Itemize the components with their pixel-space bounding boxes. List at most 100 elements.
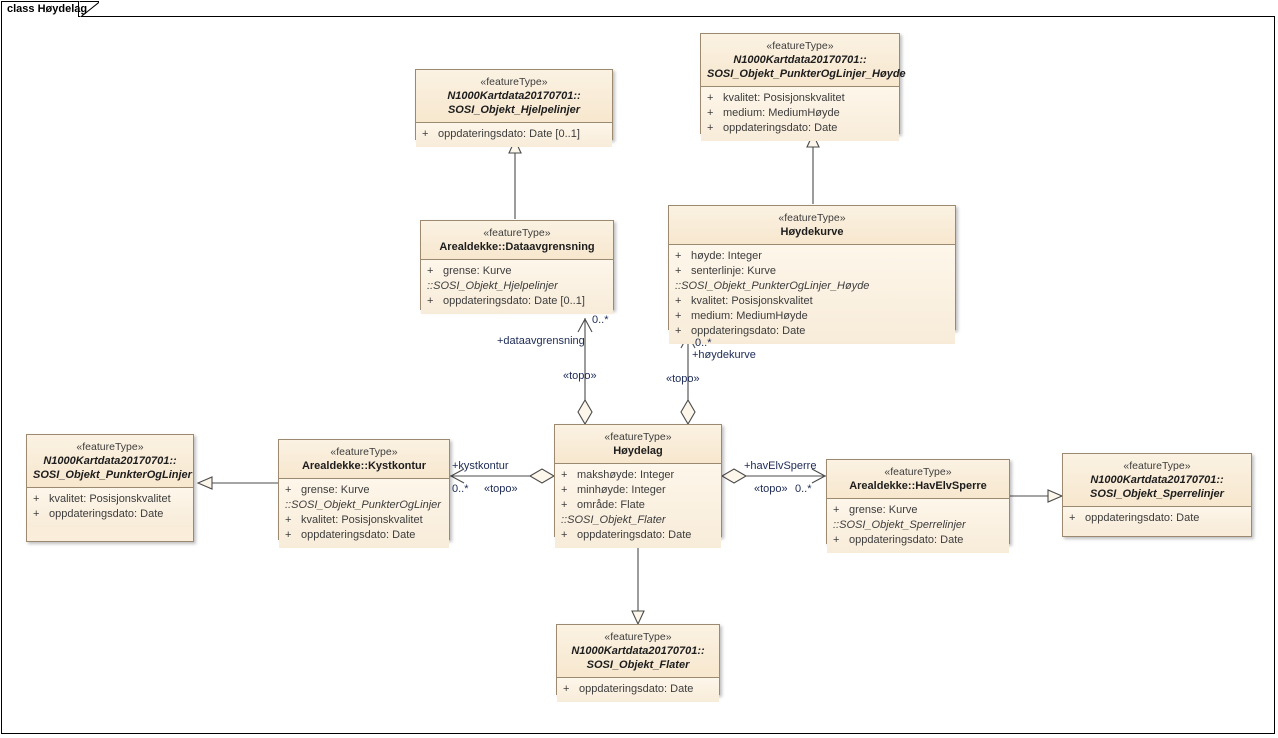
inherited-attribute-row: +oppdateringsdato: Date bbox=[561, 528, 715, 543]
class-name-line1: Arealdekke::HavElvSperre bbox=[849, 480, 987, 492]
attribute-text: oppdateringsdato: Date bbox=[1085, 512, 1200, 524]
edge-label-havelvsperre-stereotype: «topo» bbox=[754, 483, 788, 495]
attribute-visibility: + bbox=[561, 529, 568, 541]
class-hoydekurve[interactable]: «featureType» Høydekurve + høyde: Integer… bbox=[668, 205, 956, 344]
class-stereotype: «featureType» bbox=[766, 40, 834, 52]
inherited-from-label: ::SOSI_Objekt_PunkterOgLinjer_Høyde bbox=[675, 280, 870, 292]
attribute-text: kvalitet: Posisjonskvalitet bbox=[301, 514, 423, 526]
diagram-tab-slant bbox=[79, 1, 99, 17]
class-header: «featureType» N1000Kartdata20170701:: SO… bbox=[701, 34, 906, 87]
attribute-row: +oppdateringsdato: Date bbox=[563, 682, 713, 697]
class-header: «featureType» Arealdekke::Kystkontur bbox=[279, 440, 449, 479]
attribute-visibility: + bbox=[675, 295, 682, 307]
edge-label-kystkontur-multiplicity: 0..* bbox=[452, 483, 469, 495]
class-name-line2: SOSI_Objekt_Hjelpelinjer bbox=[447, 104, 581, 116]
class-name-line1: Høydelag bbox=[613, 445, 663, 457]
attribute-text: medium: MediumHøyde bbox=[723, 107, 840, 119]
edge-label-hoydekurve-role: +høydekurve bbox=[692, 349, 756, 361]
attribute-visibility: + bbox=[675, 325, 682, 337]
class-name-line1: N1000Kartdata20170701:: bbox=[571, 645, 705, 657]
attribute-row: + oppdateringsdato: Date [0..1] bbox=[422, 127, 606, 142]
edge-label-kystkontur-stereotype: «topo» bbox=[484, 483, 518, 495]
inherited-attribute-row: + oppdateringsdato: Date bbox=[833, 533, 1003, 548]
attribute-row: +grense: Kurve bbox=[427, 264, 607, 279]
class-name-line2: SOSI_Objekt_Flater bbox=[586, 659, 690, 671]
class-header: «featureType» N1000Kartdata20170701:: SO… bbox=[416, 70, 612, 123]
inherited-from-label: ::SOSI_Objekt_PunkterOgLinjer bbox=[285, 499, 441, 511]
attribute-text: grense: Kurve bbox=[443, 265, 512, 277]
inherited-attribute-row: +oppdateringsdato: Date bbox=[285, 528, 443, 543]
attribute-text: senterlinje: Kurve bbox=[691, 265, 776, 277]
class-stereotype: «featureType» bbox=[884, 466, 952, 478]
class-header: «featureType» Høydekurve bbox=[669, 206, 955, 245]
class-arealdekke-dataavgrensning[interactable]: «featureType» Arealdekke::Dataavgrensnin… bbox=[420, 220, 614, 314]
class-sosi-objekt-sperrelinjer[interactable]: «featureType» N1000Kartdata20170701:: SO… bbox=[1062, 453, 1252, 537]
class-stereotype: «featureType» bbox=[778, 212, 846, 224]
class-header: «featureType» N1000Kartdata20170701:: SO… bbox=[27, 435, 193, 488]
class-attributes: +makshøyde: Integer +minhøyde: Integer +… bbox=[555, 464, 721, 548]
diagram-tab-label: class Høydelag bbox=[7, 3, 88, 15]
attribute-row: + oppdateringsdato: Date bbox=[1069, 511, 1245, 526]
attribute-text: oppdateringsdato: Date bbox=[49, 508, 164, 520]
inherited-from-label: ::SOSI_Objekt_Flater bbox=[561, 514, 666, 526]
class-name-line2: SOSI_Objekt_Sperrelinjer bbox=[1090, 488, 1224, 500]
attribute-row: +kvalitet: Posisjonskvalitet bbox=[33, 492, 187, 507]
inherited-from-label: ::SOSI_Objekt_Hjelpelinjer bbox=[427, 280, 558, 292]
class-hoydelag[interactable]: «featureType» Høydelag +makshøyde: Integ… bbox=[554, 424, 722, 548]
attribute-visibility: + bbox=[1069, 512, 1076, 524]
attribute-visibility: + bbox=[833, 504, 840, 516]
attribute-visibility: + bbox=[675, 265, 682, 277]
attribute-visibility: + bbox=[707, 92, 714, 104]
diagram-tab-body bbox=[1, 1, 79, 17]
attribute-text: medium: MediumHøyde bbox=[691, 310, 808, 322]
attribute-row: + medium: MediumHøyde bbox=[707, 106, 893, 121]
attribute-row: + kvalitet: Posisjonskvalitet bbox=[707, 91, 893, 106]
class-sosi-objekt-flater[interactable]: «featureType» N1000Kartdata20170701:: SO… bbox=[556, 624, 720, 702]
edge-label-kystkontur-role: +kystkontur bbox=[452, 460, 509, 472]
attribute-text: oppdateringsdato: Date bbox=[691, 325, 806, 337]
class-arealdekke-kystkontur[interactable]: «featureType» Arealdekke::Kystkontur +gr… bbox=[278, 439, 450, 548]
class-name-line2: SOSI_Objekt_PunkterOgLinjer bbox=[33, 469, 192, 481]
class-attributes: + kvalitet: Posisjonskvalitet + medium: Me… bbox=[701, 87, 899, 141]
class-attributes: + oppdateringsdato: Date [0..1] bbox=[416, 123, 612, 147]
class-attributes: +kvalitet: Posisjonskvalitet + oppdaterin… bbox=[27, 488, 193, 527]
edge-label-dataavgrensning-role: +dataavgrensning bbox=[497, 335, 585, 347]
inherited-attribute-row: +kvalitet: Posisjonskvalitet bbox=[675, 294, 949, 309]
class-arealdekke-havelvsperre[interactable]: «featureType» Arealdekke::HavElvSperre +… bbox=[826, 459, 1010, 553]
class-name-line1: Høydekurve bbox=[780, 226, 844, 238]
class-sosi-objekt-punkteroglinjer-hoyde[interactable]: «featureType» N1000Kartdata20170701:: SO… bbox=[700, 33, 906, 141]
class-attributes: + høyde: Integer + senterlinje: Kurve ::SO… bbox=[669, 245, 955, 344]
attribute-row: + senterlinje: Kurve bbox=[675, 264, 949, 279]
attribute-row: + oppdateringsdato: Date bbox=[33, 507, 187, 522]
attribute-row: +oppdateringsdato: Date bbox=[707, 121, 893, 136]
inherited-attribute-row: +oppdateringsdato: Date [0..1] bbox=[427, 294, 607, 309]
attribute-text: oppdateringsdato: Date [0..1] bbox=[443, 295, 585, 307]
attribute-row: + område: Flate bbox=[561, 498, 715, 513]
attribute-text: område: Flate bbox=[577, 499, 645, 511]
class-sosi-objekt-punkteroglinjer[interactable]: «featureType» N1000Kartdata20170701:: SO… bbox=[26, 434, 194, 542]
class-stereotype: «featureType» bbox=[604, 631, 672, 643]
attribute-visibility: + bbox=[33, 508, 40, 520]
class-header: «featureType» N1000Kartdata20170701:: SO… bbox=[1063, 454, 1251, 507]
attribute-visibility: + bbox=[422, 128, 429, 140]
attribute-row: +grense: Kurve bbox=[285, 483, 443, 498]
attribute-text: kvalitet: Posisjonskvalitet bbox=[723, 92, 845, 104]
attribute-text: oppdateringsdato: Date bbox=[579, 683, 694, 695]
attribute-text: oppdateringsdato: Date [0..1] bbox=[438, 128, 580, 140]
edge-label-hoydekurve-multiplicity: 0..* bbox=[695, 337, 712, 349]
attribute-visibility: + bbox=[561, 499, 568, 511]
attribute-visibility: + bbox=[833, 534, 840, 546]
attribute-text: høyde: Integer bbox=[691, 250, 762, 262]
class-stereotype: «featureType» bbox=[480, 76, 548, 88]
edge-label-dataavgrensning-multiplicity: 0..* bbox=[592, 314, 609, 326]
class-attributes: + oppdateringsdato: Date bbox=[1063, 507, 1251, 531]
attribute-visibility: + bbox=[707, 107, 714, 119]
attribute-visibility: + bbox=[707, 122, 714, 134]
attribute-text: oppdateringsdato: Date bbox=[849, 534, 964, 546]
class-sosi-objekt-hjelpelinjer[interactable]: «featureType» N1000Kartdata20170701:: SO… bbox=[415, 69, 613, 147]
attribute-text: oppdateringsdato: Date bbox=[301, 529, 416, 541]
edge-label-havelvsperre-role: +havElvSperre bbox=[744, 460, 817, 472]
class-header: «featureType» Arealdekke::Dataavgrensnin… bbox=[421, 221, 613, 260]
class-name-line1: N1000Kartdata20170701:: bbox=[1090, 474, 1224, 486]
